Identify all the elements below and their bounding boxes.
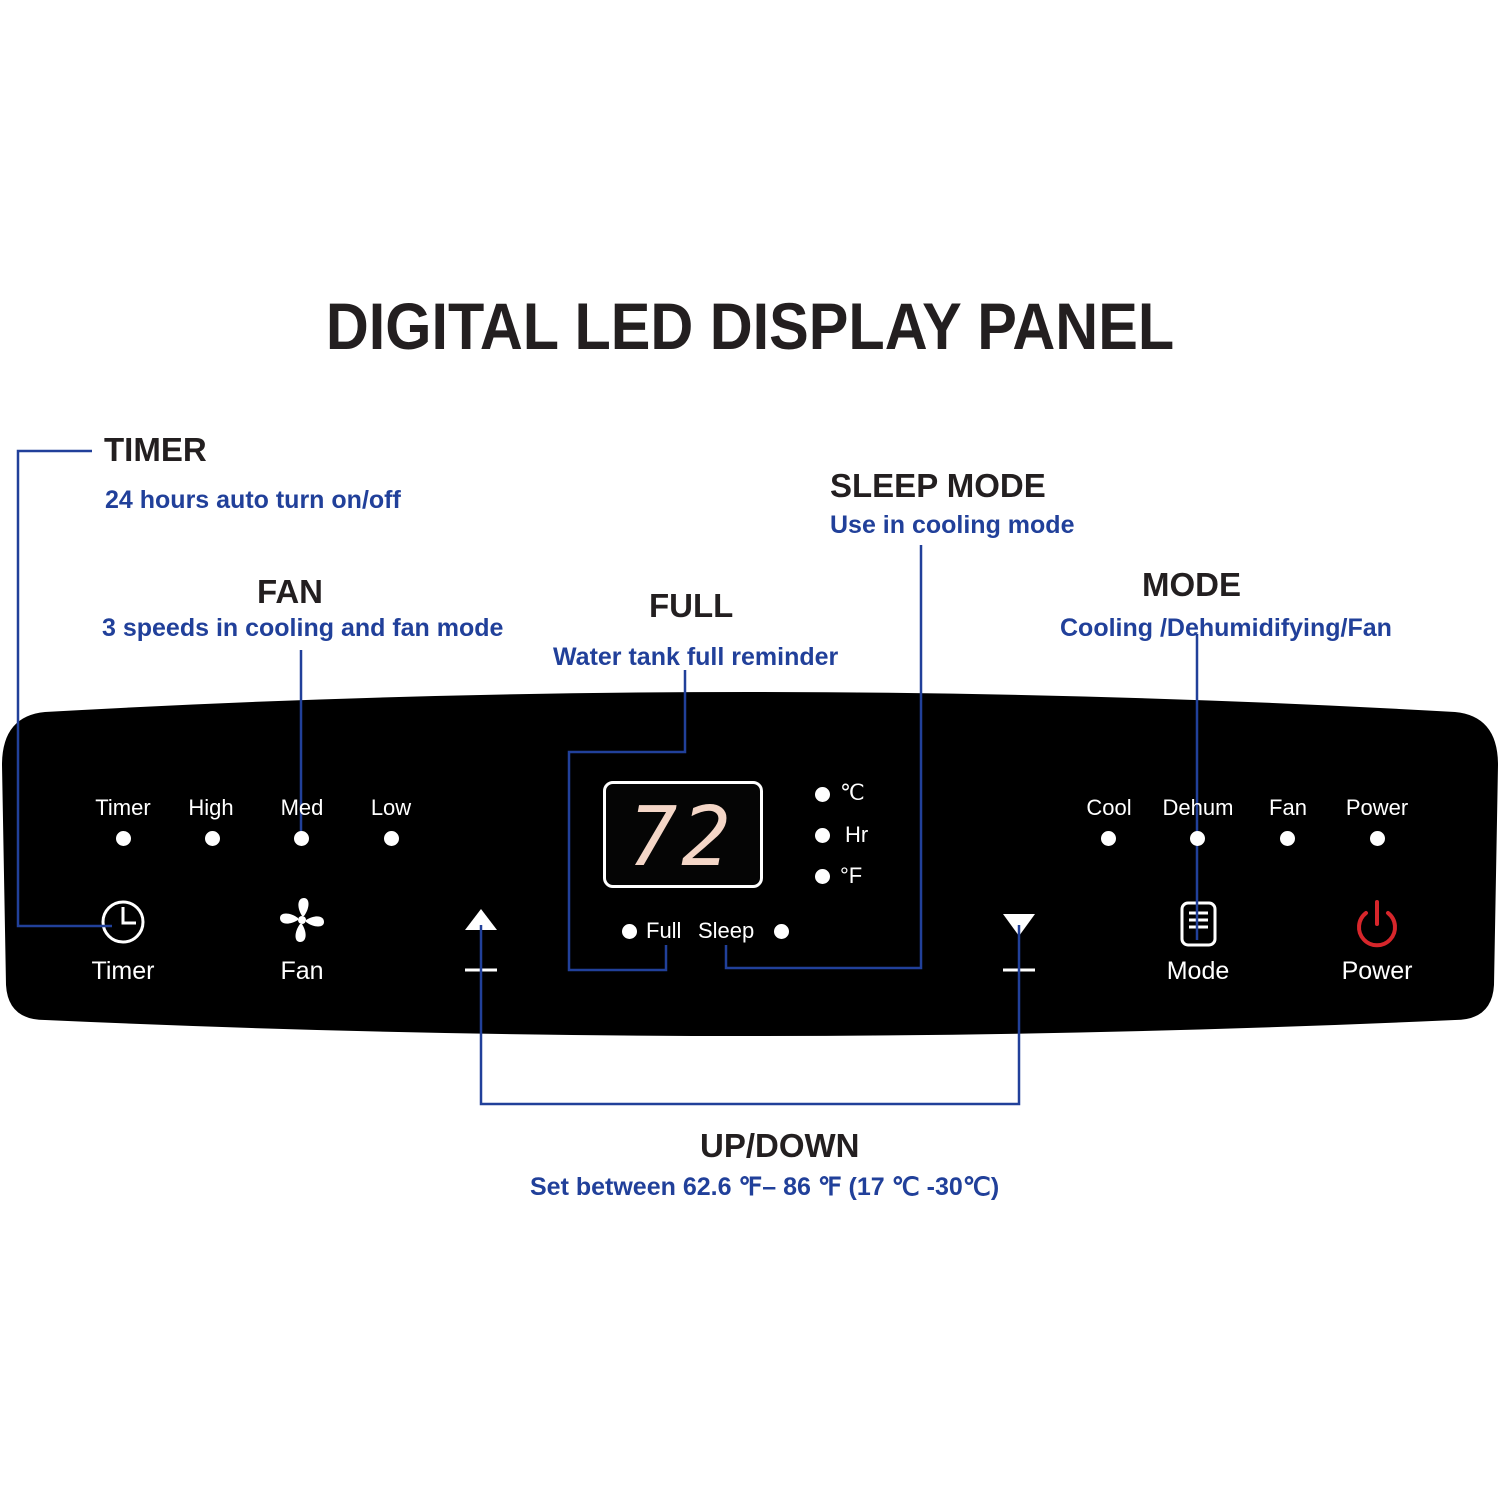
unit-label-fahrenheit: °F — [840, 863, 863, 888]
indicator-dot-power — [1370, 831, 1385, 846]
status-label-sleep: Sleep — [698, 918, 755, 943]
down-button[interactable] — [989, 900, 1049, 985]
fan-callout-description: 3 speeds in cooling and fan mode — [102, 614, 504, 642]
indicator-label-timer: Timer — [95, 795, 151, 820]
mode-callout-heading: MODE — [1142, 566, 1241, 603]
button-label-fan: Fan — [280, 957, 324, 985]
sleep-leader-line — [724, 545, 923, 970]
updown-callout-description: Set between 62.6 ℉– 86 ℉ (17 ℃ -30℃) — [530, 1173, 1000, 1201]
indicator-dot-fan — [1280, 831, 1295, 846]
full-callout-description: Water tank full reminder — [553, 643, 839, 671]
indicator-dot-high — [205, 831, 220, 846]
full-callout-heading: FULL — [649, 587, 734, 624]
mode-callout-description: Cooling /Dehumidifying/Fan — [1060, 614, 1392, 642]
indicator-label-low: Low — [370, 795, 412, 820]
updown-callout-heading: UP/DOWN — [700, 1127, 860, 1164]
status-dot-full — [622, 924, 637, 939]
timer-callout-heading: TIMER — [104, 431, 207, 468]
callout-leader-lines — [16, 449, 1199, 1106]
sleep-callout-heading: SLEEP MODE — [830, 467, 1046, 504]
led-display-value: 72 — [628, 790, 735, 885]
unit-dot-fahrenheit — [815, 869, 830, 884]
up-button[interactable] — [451, 900, 511, 985]
page-title: DIGITAL LED DISPLAY PANEL — [325, 289, 1175, 363]
updown-leader-line — [479, 925, 1021, 1106]
timer-leader-line — [16, 449, 112, 928]
sleep-callout-description: Use in cooling mode — [830, 511, 1075, 539]
indicator-label-dehum: Dehum — [1162, 795, 1234, 820]
indicator-label-med: Med — [280, 795, 324, 820]
unit-label-celsius: ℃ — [840, 780, 865, 805]
indicator-label-cool: Cool — [1086, 795, 1132, 820]
indicator-dot-cool — [1101, 831, 1116, 846]
button-label-timer: Timer — [91, 957, 155, 985]
indicator-label-high: High — [188, 795, 234, 820]
unit-dot-hour — [815, 828, 830, 843]
fan-icon — [280, 898, 324, 942]
mode-icon — [1180, 901, 1217, 947]
button-label-mode: Mode — [1166, 957, 1230, 985]
indicator-dot-low — [384, 831, 399, 846]
unit-label-hour: Hr — [845, 822, 869, 847]
led-display — [603, 781, 763, 888]
full-leader-line — [567, 670, 687, 972]
clock-icon — [101, 900, 145, 944]
indicator-label-fan: Fan — [1269, 795, 1307, 820]
power-icon — [1357, 900, 1397, 948]
indicator-dot-timer — [116, 831, 131, 846]
status-label-full: Full — [646, 918, 682, 943]
unit-dot-celsius — [815, 787, 830, 802]
indicator-label-power: Power — [1345, 795, 1409, 820]
indicator-dot-dehum — [1190, 831, 1205, 846]
status-dot-sleep — [774, 924, 789, 939]
timer-callout-description: 24 hours auto turn on/off — [105, 486, 401, 514]
fan-callout-heading: FAN — [257, 573, 323, 610]
button-label-power: Power — [1341, 957, 1413, 985]
indicator-dot-med — [294, 831, 309, 846]
